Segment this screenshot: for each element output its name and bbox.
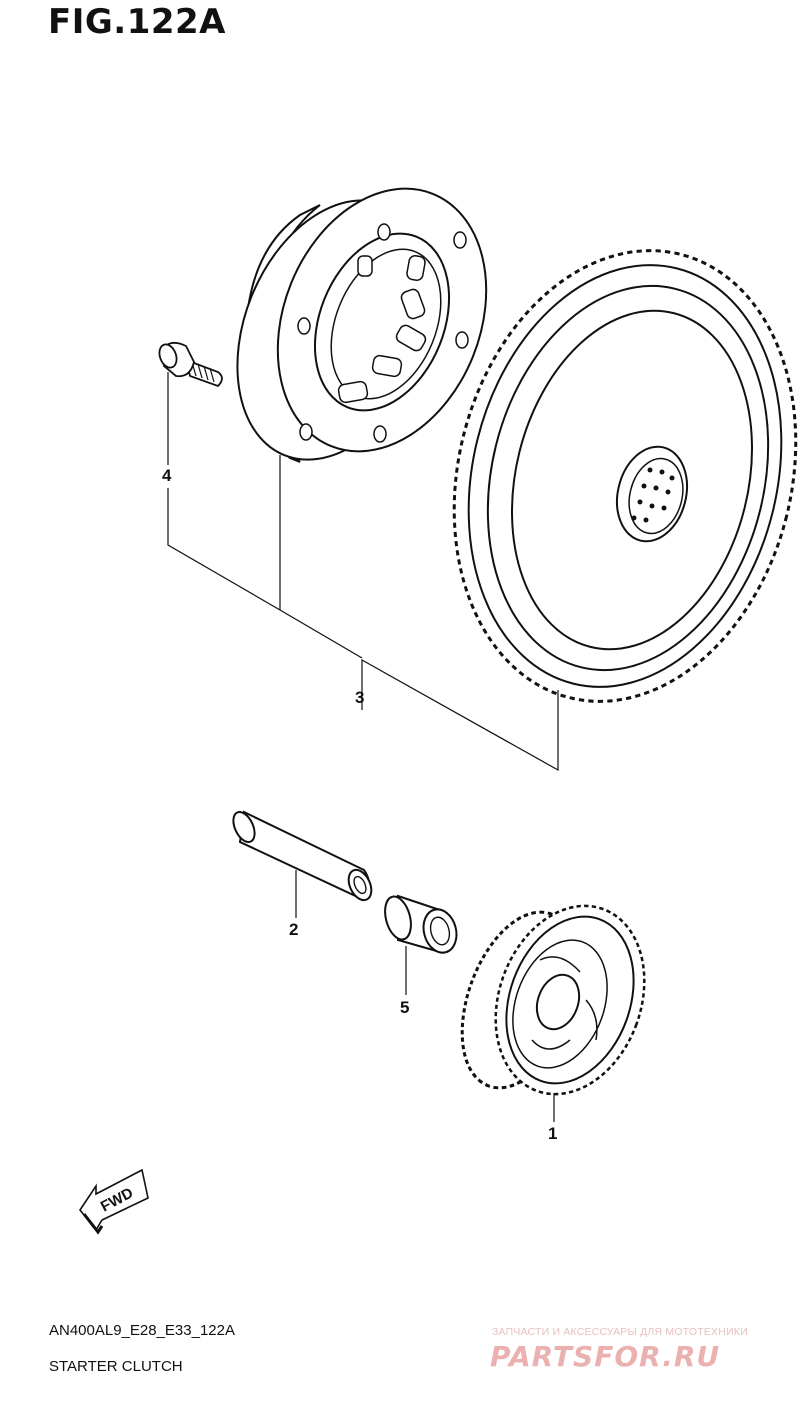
driven-gear: [460, 904, 646, 1096]
callout-2: 2: [289, 920, 299, 939]
callout-3: 3: [355, 688, 365, 707]
shaft: [232, 810, 373, 902]
watermark-tagline: ЗАПЧАСТИ И АКСЕССУАРЫ ДЛЯ МОТОТЕХНИКИ: [492, 1326, 748, 1338]
callout-4: 4: [162, 466, 172, 485]
figure-title: FIG.122A: [48, 2, 226, 42]
clutch-housing: [236, 187, 488, 463]
callout-1: 1: [548, 1124, 558, 1143]
model-code: AN400AL9_E28_E33_122A: [49, 1322, 235, 1339]
callout-5: 5: [400, 998, 410, 1017]
leader-lines: [167, 372, 559, 1122]
watermark-brand: PARTSFOR.RU: [490, 1340, 720, 1373]
diagram-caption: STARTER CLUTCH: [49, 1358, 183, 1375]
fwd-arrow-icon: [79, 1168, 149, 1235]
bushing: [384, 894, 458, 954]
bolt: [158, 341, 223, 388]
ring-gear-flywheel: [452, 249, 798, 703]
